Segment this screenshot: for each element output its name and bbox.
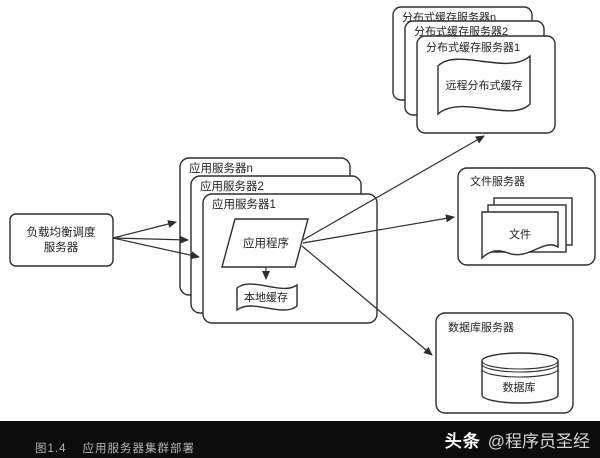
arrow-lb-to-server-2 — [112, 235, 189, 244]
cache-server-1-label: 分布式缓存服务器1 — [426, 40, 520, 54]
load-balancer-node: 负载均衡调度 服务器 — [9, 213, 114, 267]
watermark-brand: 头条 — [444, 432, 481, 451]
arrow-app-to-remote-cache — [302, 135, 485, 241]
load-balancer-label-line2: 服务器 — [44, 240, 79, 254]
application-label: 应用程序 — [243, 236, 289, 250]
app-server-1-label: 应用服务器1 — [212, 197, 276, 211]
footer-bar: 图1.4 应用服务器集群部署 头条 @程序员圣经 — [0, 421, 600, 458]
file-doc-label: 文件 — [509, 227, 531, 241]
cache-server-stack: 分布式缓存服务器n 分布式缓存服务器2 分布式缓存服务器1 远程分布式缓存 — [392, 6, 556, 134]
database-label: 数据库 — [503, 380, 536, 394]
arrows — [112, 135, 485, 356]
cache-server-2-label: 分布式缓存服务器2 — [414, 24, 508, 38]
database-server-label: 数据库服务器 — [448, 320, 514, 334]
local-cache-shape — [236, 283, 298, 312]
database-cylinder — [481, 352, 559, 404]
database-cylinder-line2 — [481, 368, 559, 378]
architecture-diagram: 分布式缓存服务器n 分布式缓存服务器2 分布式缓存服务器1 远程分布式缓存 文件… — [9, 6, 596, 414]
load-balancer-box — [9, 213, 114, 267]
arrow-lb-to-server-n — [112, 220, 177, 239]
figure-number: 图1.4 — [35, 443, 67, 455]
arrow-app-to-file-server — [302, 214, 455, 244]
load-balancer-label-line1: 负载均衡调度 — [27, 225, 96, 239]
file-server-label: 文件服务器 — [470, 174, 525, 188]
file-doc-front — [481, 211, 559, 260]
database-cylinder-top — [481, 360, 559, 370]
arrow-app-to-database — [301, 245, 433, 356]
watermark: 头条 @程序员圣经 — [445, 427, 590, 452]
local-cache-label: 本地缓存 — [244, 290, 288, 304]
application-shape — [221, 218, 309, 268]
app-server-stack: 应用服务器n 应用服务器2 应用服务器1 应用程序 本地缓存 — [179, 157, 378, 324]
remote-cache-label: 远程分布式缓存 — [446, 78, 523, 92]
arrow-lb-to-server-1 — [112, 237, 200, 260]
figure-title: 应用服务器集群部署 — [82, 443, 195, 455]
database-cylinder-line1 — [481, 363, 559, 373]
database-server-node: 数据库服务器 数据库 — [435, 312, 574, 414]
file-server-node: 文件服务器 文件 — [457, 167, 596, 266]
figure-caption: 图1.4 应用服务器集群部署 — [35, 440, 195, 456]
app-server-n-label: 应用服务器n — [189, 161, 253, 175]
remote-cache-shape — [437, 54, 531, 116]
watermark-handle: @程序员圣经 — [487, 432, 590, 451]
app-server-2-label: 应用服务器2 — [200, 179, 264, 193]
